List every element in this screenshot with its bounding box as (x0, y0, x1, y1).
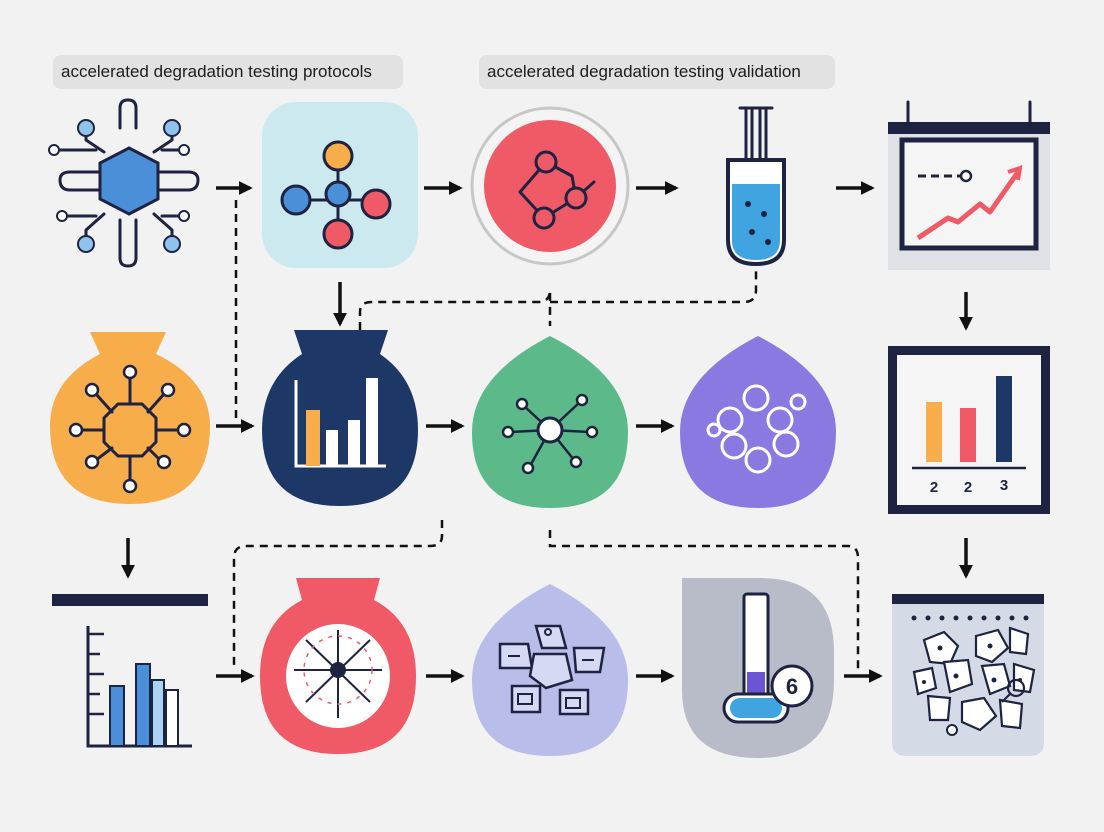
molecule-chain-icon (470, 106, 630, 266)
dashed-connector-lower-left (232, 520, 444, 668)
ring-structure-icon (680, 336, 836, 508)
molecule-network-icon (48, 98, 200, 268)
chart-tick-label: 2 (964, 479, 972, 496)
protocols-label: accelerated degradation testing protocol… (53, 55, 403, 89)
module-cluster-icon (472, 584, 628, 756)
bar-chart-icon (52, 594, 208, 748)
test-tube-icon (726, 106, 786, 267)
molecule-structure-icon (262, 102, 418, 268)
dashed-connectors (232, 200, 860, 672)
crosshair-gauge-icon (260, 578, 416, 754)
chart-tick-label: 2 (930, 479, 938, 496)
trend-chart-icon (888, 100, 1050, 270)
hub-network-icon (472, 336, 628, 508)
dashed-connector-tube (550, 264, 758, 304)
bar-chart-vessel-icon (262, 330, 418, 506)
probe-badge-number: 6 (786, 674, 798, 699)
flow-arrows (121, 181, 973, 683)
validation-label: accelerated degradation testing validati… (479, 55, 835, 89)
sample-probe-icon (682, 578, 834, 758)
dashed-connector-top (358, 289, 552, 330)
bar-chart-panel-icon (888, 346, 1050, 514)
octagon-network-icon (50, 332, 210, 504)
chart-tick-label: 3 (1000, 477, 1008, 494)
particle-container-icon (892, 594, 1044, 756)
dashed-connector-lower-right (548, 530, 860, 672)
